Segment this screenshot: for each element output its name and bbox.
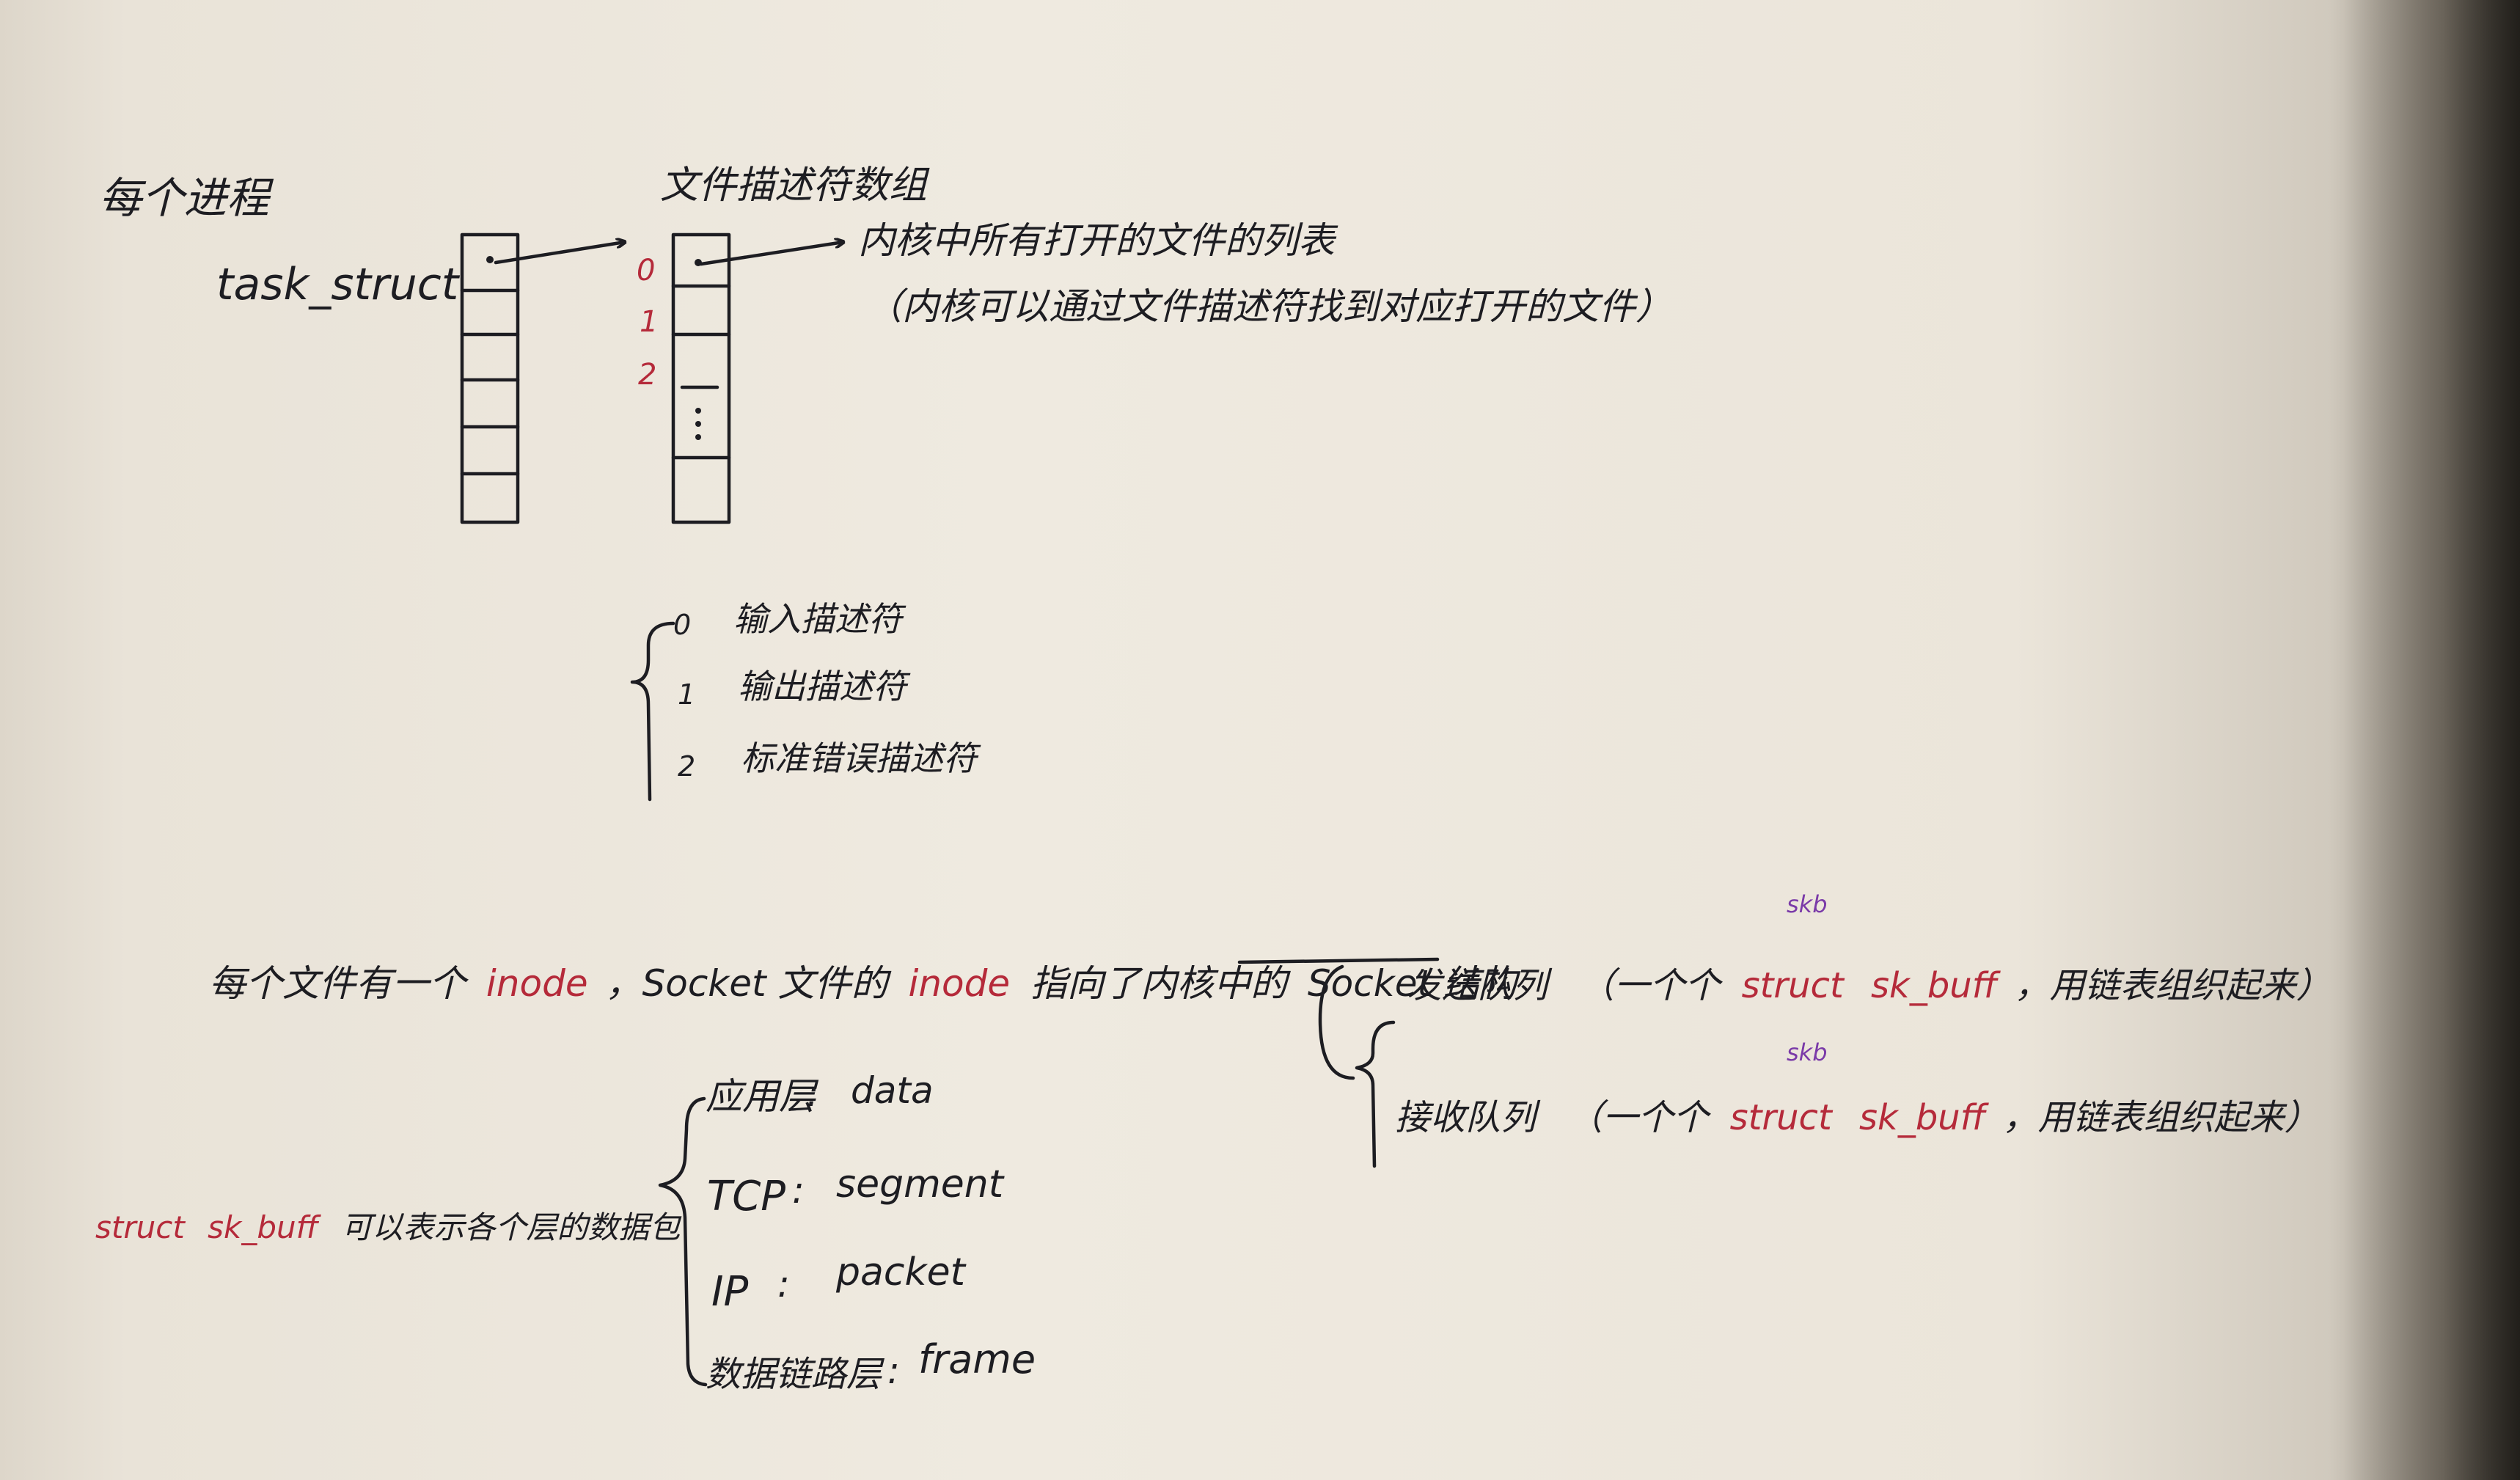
send-queue-skb-label: skb xyxy=(1787,890,1828,918)
inode-keyword-2: inode xyxy=(908,962,1010,1005)
fd-pointer-arrow xyxy=(699,242,843,266)
send-queue-text-pre: （一个个 xyxy=(1579,965,1723,1006)
standard-fd-2-label: 标准错误描述符 xyxy=(741,739,981,778)
fd-index-2: 2 xyxy=(638,358,656,392)
standard-fd-1-label: 输出描述符 xyxy=(738,667,911,706)
receive-queue-sk-buff-kw: sk_buff xyxy=(1859,1097,1990,1138)
skbuff-type-kw: sk_buff xyxy=(208,1209,321,1245)
skbuff-desc-text: 可以表示各个层的数据包 xyxy=(341,1209,682,1245)
layer-tcp-unit: segment xyxy=(836,1162,1005,1206)
layer-app-colon: : xyxy=(807,1072,819,1115)
layer-datalink-colon: : xyxy=(887,1349,900,1392)
skbuff-description: struct sk_buff 可以表示各个层的数据包 xyxy=(95,1209,682,1245)
task-struct-label: task_struct xyxy=(216,259,461,310)
send-queue-label: 发送队列 xyxy=(1407,965,1553,1006)
inode-sentence: 每个文件有一个 inode ，Socket 文件的 inode 指向了内核中的 … xyxy=(209,962,1521,1005)
inode-sentence-part1: 每个文件有一个 xyxy=(209,962,469,1005)
socket-struct-text: Socket 结构 xyxy=(1308,962,1521,1005)
layer-datalink-unit: frame xyxy=(918,1336,1036,1382)
layer-tcp-colon: : xyxy=(792,1169,805,1212)
receive-queue-label: 接收队列 xyxy=(1395,1097,1541,1138)
standard-fd-2-num: 2 xyxy=(678,750,695,783)
standard-fd-0-label: 输入描述符 xyxy=(733,599,906,639)
inode-sentence-part3: 指向了内核中的 xyxy=(1030,962,1291,1005)
standard-fd-brace xyxy=(630,621,675,802)
layer-ip-unit: packet xyxy=(835,1250,967,1294)
standard-fd-1-num: 1 xyxy=(678,678,695,711)
layer-ip-colon: : xyxy=(777,1263,790,1305)
skbuff-struct-kw: struct xyxy=(95,1209,186,1245)
layer-app-unit: data xyxy=(851,1069,934,1112)
layer-ip: IP xyxy=(711,1268,749,1316)
layers-brace xyxy=(658,1096,708,1387)
fd-lookup-note: （内核可以通过文件描述符找到对应打开的文件） xyxy=(865,285,1672,328)
fd-index-1: 1 xyxy=(640,305,658,339)
send-queue-text-post: ，用链表组织起来） xyxy=(2015,965,2332,1006)
fd-index-0: 0 xyxy=(637,254,655,287)
fd-array-title: 文件描述符数组 xyxy=(660,164,930,208)
receive-queue-text-pre: （一个个 xyxy=(1567,1097,1711,1138)
send-queue-line: 发送队列 （一个个 struct sk_buff ，用链表组织起来） xyxy=(1407,965,2332,1006)
inode-keyword-1: inode xyxy=(486,962,588,1005)
send-queue-sk-buff-kw: sk_buff xyxy=(1871,965,2001,1006)
socket-struct-underline xyxy=(1237,957,1440,964)
standard-fd-0-num: 0 xyxy=(673,609,691,641)
layer-tcp: TCP xyxy=(707,1173,785,1220)
queue-brace xyxy=(1318,964,1396,1168)
fd-array-box xyxy=(671,232,731,524)
layer-app: 应用层 xyxy=(706,1075,819,1118)
receive-queue-skb-label: skb xyxy=(1787,1038,1828,1066)
receive-queue-text-post: ，用链表组织起来） xyxy=(2003,1097,2320,1138)
process-title: 每个进程 xyxy=(99,173,274,223)
receive-queue-line: 接收队列 （一个个 struct sk_buff ，用链表组织起来） xyxy=(1395,1097,2320,1138)
receive-queue-struct-kw: struct xyxy=(1730,1097,1834,1138)
task-struct-box xyxy=(460,232,520,524)
inode-sentence-part2: ，Socket 文件的 xyxy=(605,962,891,1005)
task-struct-pointer-arrow xyxy=(494,242,625,265)
open-files-list-note: 内核中所有打开的文件的列表 xyxy=(858,219,1338,262)
layer-datalink: 数据链路层 xyxy=(706,1354,885,1395)
send-queue-struct-kw: struct xyxy=(1742,965,1845,1006)
